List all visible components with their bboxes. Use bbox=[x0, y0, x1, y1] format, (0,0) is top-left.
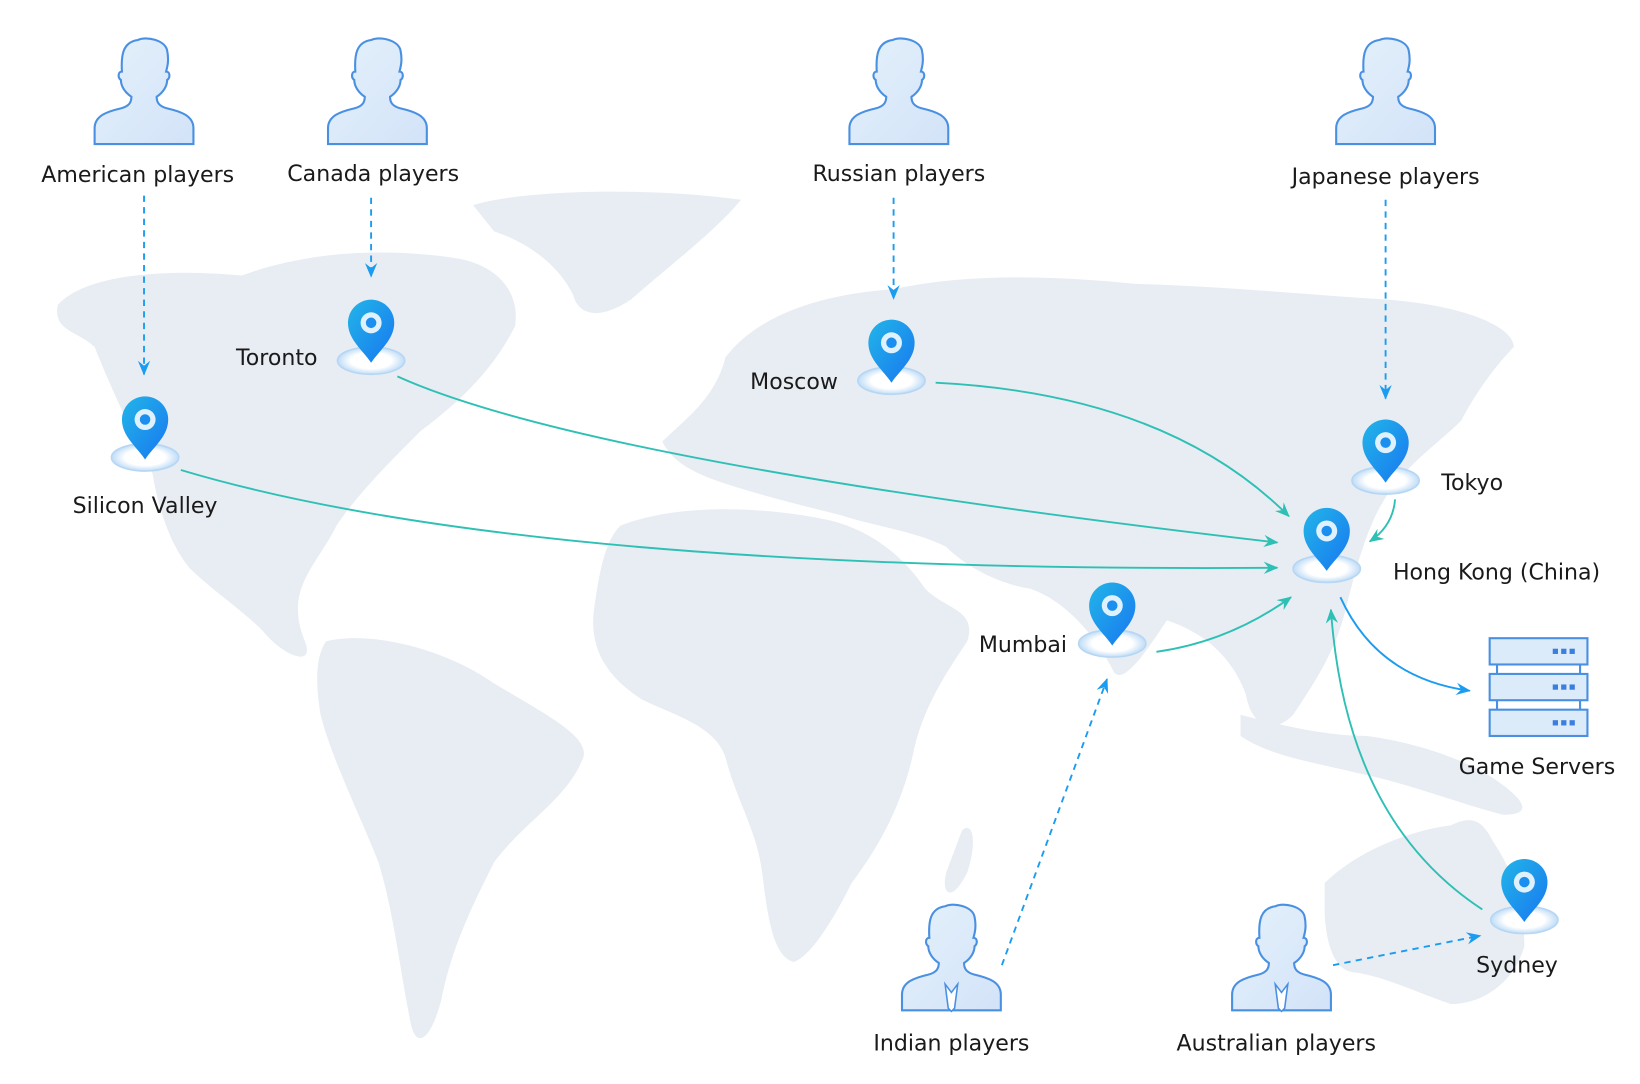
sydney-label: Sydney bbox=[1476, 954, 1558, 979]
canada-players-label: Canada players bbox=[287, 162, 459, 187]
russian-player-icon bbox=[848, 37, 950, 146]
route-tokyo-hongkong bbox=[1368, 499, 1396, 543]
route-hongkong-servers bbox=[1339, 596, 1471, 696]
route-toronto-hongkong bbox=[396, 375, 1279, 548]
route-siliconvalley-hongkong bbox=[180, 469, 1279, 574]
madagascar bbox=[944, 827, 973, 893]
indian-players-label: Indian players bbox=[873, 1031, 1029, 1056]
canada-player-icon bbox=[326, 37, 428, 146]
australian-player-icon bbox=[1232, 905, 1331, 1012]
indian-player-icon bbox=[902, 905, 1001, 1012]
silicon-valley-label: Silicon Valley bbox=[73, 494, 218, 519]
american-player-icon bbox=[93, 37, 195, 146]
arrow-indian-to-mumbai bbox=[1000, 678, 1109, 966]
arrow-australian-to-sydney bbox=[1332, 932, 1482, 967]
game-servers-label: Game Servers bbox=[1459, 755, 1616, 780]
route-moscow-hongkong bbox=[935, 381, 1290, 518]
australian-players-label: Australian players bbox=[1177, 1031, 1376, 1056]
russian-players-label: Russian players bbox=[812, 162, 985, 187]
mumbai-label: Mumbai bbox=[979, 633, 1067, 658]
tokyo-label: Tokyo bbox=[1440, 471, 1503, 496]
moscow-label: Moscow bbox=[750, 370, 838, 395]
australia bbox=[1324, 820, 1525, 1005]
game-servers-icon bbox=[1488, 637, 1589, 738]
world-map bbox=[57, 191, 1525, 1039]
japanese-players-label: Japanese players bbox=[1290, 165, 1480, 190]
route-sydney-hongkong bbox=[1325, 608, 1483, 911]
greenland bbox=[473, 191, 742, 314]
hong-kong-label: Hong Kong (China) bbox=[1393, 560, 1600, 585]
route-mumbai-hongkong bbox=[1156, 596, 1292, 653]
africa bbox=[593, 509, 970, 962]
toronto-label: Toronto bbox=[235, 346, 317, 371]
south-america bbox=[317, 638, 584, 1039]
southeast-asia-islands bbox=[1240, 714, 1523, 815]
japanese-player-icon bbox=[1335, 37, 1437, 146]
japan bbox=[1406, 346, 1441, 408]
american-players-label: American players bbox=[41, 163, 234, 188]
